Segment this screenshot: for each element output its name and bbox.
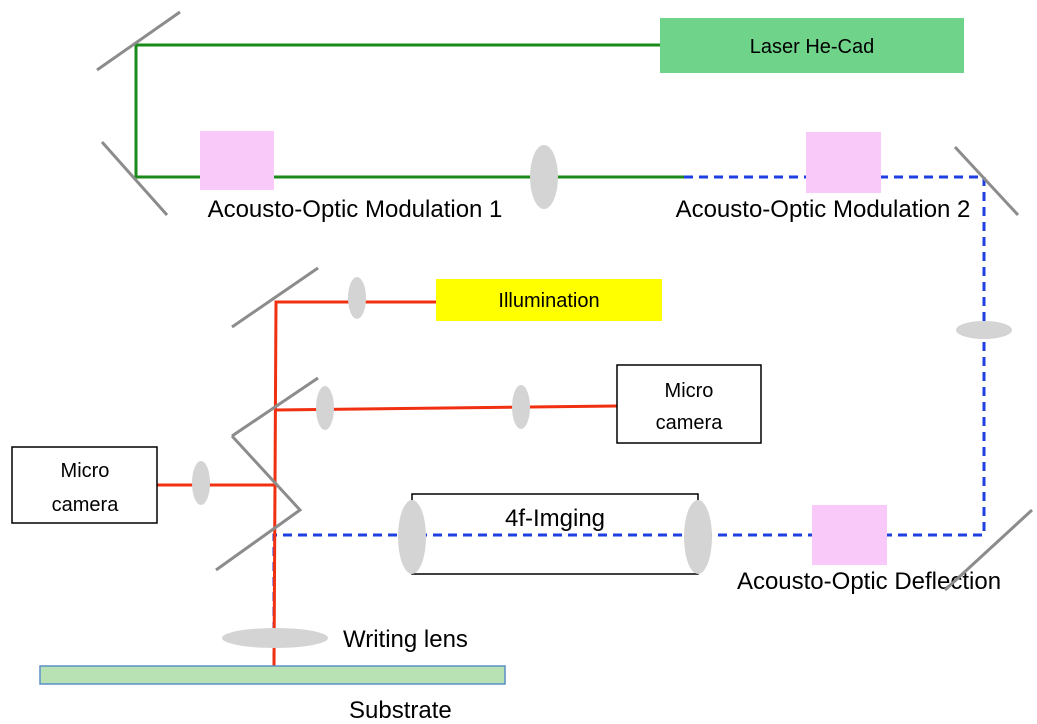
laser-he-cad-box [660, 18, 964, 73]
micro-camera-right-label-2: camera [656, 412, 724, 434]
mirror-red-lower [215, 434, 303, 572]
lens-red-right-1 [316, 386, 334, 430]
illumination-label: Illumination [498, 290, 599, 312]
aom2-label: Acousto-Optic Modulation 2 [676, 196, 971, 223]
lens-4f-right [684, 500, 712, 574]
micro-camera-left-label-2: camera [52, 494, 120, 516]
red-beam-main [272, 300, 436, 667]
aom1-crystal [200, 131, 274, 190]
mirror-top-left-1 [96, 10, 181, 72]
mirror-red-top [231, 266, 319, 329]
writing-lens [222, 628, 328, 648]
lens-green-beam [530, 145, 558, 209]
aom1-label: Acousto-Optic Modulation 1 [208, 196, 503, 223]
mirror-top-left-2 [100, 141, 169, 216]
aod-label: Acousto-Optic Deflection [737, 568, 1001, 595]
lens-red-right-2 [512, 385, 530, 429]
aom2-crystal [806, 132, 881, 193]
lens-4f-left [398, 500, 426, 574]
laser-he-cad-label: Laser He-Cad [750, 36, 875, 58]
lens-red-left [192, 461, 210, 505]
micro-camera-left-label-1: Micro [61, 460, 110, 482]
aod-crystal [812, 505, 887, 565]
lens-blue-right [956, 321, 1012, 339]
micro-camera-right-box [616, 364, 762, 444]
green-beam [134, 43, 684, 179]
mirror-bottom-right [943, 508, 1034, 592]
micro-camera-left-box [11, 446, 158, 524]
mirror-top-right [953, 145, 1020, 217]
illumination-box [436, 279, 662, 321]
lens-illumination [348, 277, 366, 319]
substrate-label: Substrate [349, 697, 452, 724]
micro-camera-right-label-1: Micro [665, 380, 714, 402]
substrate-plate [39, 665, 506, 685]
mirror-red-splitter [231, 376, 319, 438]
writing-lens-label: Writing lens [343, 626, 468, 653]
imaging-4f-label: 4f-Imging [505, 505, 605, 532]
